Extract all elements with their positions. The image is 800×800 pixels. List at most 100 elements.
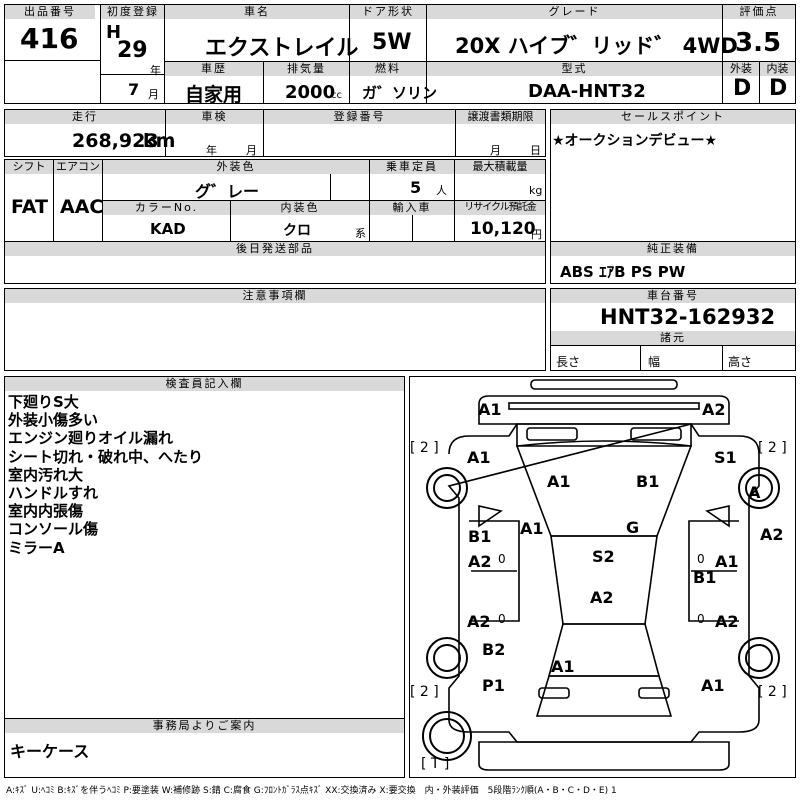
int-color: クロ	[283, 223, 311, 239]
inspector-note: ハンドルすれ	[8, 484, 99, 503]
mark-front-left: A1	[478, 400, 502, 419]
mark-hood-left: A1	[547, 472, 571, 491]
mark-rear-roof: A2	[590, 588, 614, 607]
sales-point-box	[550, 109, 796, 242]
history: 自家用	[185, 84, 243, 106]
year: 29	[117, 38, 148, 63]
mark-small-0-rl: 0	[498, 612, 506, 626]
insp-year-unit: 年	[206, 144, 217, 157]
equipment-box	[550, 241, 796, 284]
specs-label: 諸元	[551, 331, 795, 345]
fuel-label: 燃料	[350, 62, 426, 76]
mark-small-0-right: 0	[697, 552, 705, 566]
inspector-note: シート切れ・破れ中、へたり	[8, 447, 204, 466]
int-color-label: 内装色	[231, 201, 369, 215]
car-diagram	[422, 379, 780, 771]
displacement-unit: cc	[331, 90, 342, 101]
notes-label: 注意事項欄	[5, 289, 545, 303]
mark-door-rr: A2	[715, 612, 739, 631]
inspector-note: 外装小傷多い	[8, 411, 99, 430]
mileage-unit: km	[143, 130, 176, 152]
mark-small-0: 0	[498, 552, 506, 566]
mark-wheel-fr: A	[748, 483, 761, 502]
notes-box	[4, 288, 546, 371]
transfer-label: 譲渡書類期限	[456, 110, 545, 124]
mileage: 268,923	[72, 130, 159, 152]
mark-side-right: A2	[760, 525, 784, 544]
sales-point: ★オークションデビュー★	[552, 133, 718, 149]
tire-rr: [ 2 ]	[758, 684, 787, 700]
reg-no-label: 登録番号	[264, 110, 455, 124]
car-name: エクストレイル	[205, 36, 359, 61]
doors: 5W	[372, 30, 412, 55]
spec-height: 高さ	[728, 355, 753, 369]
mark-tail: A1	[551, 657, 575, 676]
shift: FAT	[11, 196, 48, 218]
mark-door-fl1: B1	[468, 527, 492, 546]
capacity-label: 乗車定員	[370, 160, 454, 174]
grade-label: グレード	[427, 5, 722, 19]
import-label: 輸入車	[370, 201, 454, 215]
load-label: 最大積載量	[455, 160, 545, 174]
doors-label: ドア形状	[350, 5, 426, 19]
mark-windshield: G	[626, 518, 640, 537]
inspector-note: 室内汚れ大	[8, 465, 84, 484]
grade: 20X ハイブ゛リッド゛ 4WD	[455, 34, 738, 58]
tire-fr: [ 2 ]	[758, 440, 787, 456]
displacement: 2000	[285, 82, 336, 103]
capacity: 5	[410, 178, 422, 197]
chassis-label: 車台番号	[551, 289, 795, 303]
color-label: 外装色	[103, 160, 369, 174]
insp-month-unit: 月	[246, 144, 257, 157]
mark-door-fr: A1	[715, 552, 739, 571]
shift-label: シフト	[5, 160, 53, 174]
office-label: 事務局よりご案内	[5, 719, 404, 733]
capacity-unit: 人	[436, 184, 447, 197]
displacement-label: 排気量	[264, 62, 349, 76]
chassis-box	[550, 288, 796, 371]
interior-score: D	[769, 76, 788, 101]
history-label: 車歴	[165, 62, 263, 76]
ac: AAC	[60, 196, 104, 218]
recycle-label: リサイクル預託金	[455, 201, 545, 215]
mark-fender-right: S1	[714, 448, 737, 467]
exterior-label: 外装	[723, 62, 759, 76]
mark-door-fr2: B1	[693, 568, 717, 587]
spare-tire: [ T ]	[421, 756, 450, 772]
month-unit: 月	[148, 88, 159, 101]
mark-small-0-rr: 0	[697, 612, 705, 626]
mileage-table	[4, 109, 546, 157]
tire-rl: [ 2 ]	[410, 684, 439, 700]
fuel: ガ゛ソリン	[362, 84, 438, 102]
mark-bumper-rr: A1	[701, 676, 725, 695]
month: 7	[128, 80, 140, 99]
later-parts-label: 後日発送部品	[5, 242, 545, 256]
legend: A:ｷｽﾞ U:ﾍｺﾐ B:ｷｽﾞを伴うﾍｺﾐ P:要塗装 W:補修跡 S:錆 …	[6, 786, 617, 796]
recycle-unit: 円	[531, 228, 542, 241]
inspection-label: 車検	[166, 110, 263, 124]
mileage-label: 走行	[5, 110, 165, 124]
car-diagram-box	[409, 376, 796, 778]
office-note: キーケース	[10, 742, 90, 761]
mark-door-rl: A2	[467, 612, 491, 631]
mark-roof: S2	[592, 547, 615, 566]
recycle: 10,120	[470, 219, 536, 239]
inspector-note: 室内内張傷	[8, 502, 84, 521]
chassis-number: HNT32-162932	[600, 305, 776, 329]
mark-front-right: A2	[702, 400, 726, 419]
spec-length: 長さ	[556, 355, 581, 369]
score-label: 評価点	[723, 5, 795, 19]
mark-pillar-left: A1	[520, 519, 544, 538]
inspector-notes: 下廻りS大 外装小傷多い エンジン廻りオイル漏れ シート切れ・破れ中、へたり 室…	[8, 393, 203, 557]
score: 3.5	[735, 28, 782, 58]
color-no: KAD	[150, 220, 186, 238]
interior-label: 内装	[760, 62, 795, 76]
inspector-note: コンソール傷	[8, 520, 99, 539]
color: グ゛レー	[195, 182, 260, 201]
spec-width: 幅	[648, 355, 661, 369]
tire-fl: [ 2 ]	[410, 440, 439, 456]
car-name-label: 車名	[165, 5, 349, 19]
inspector-note: 下廻りS大	[8, 393, 79, 411]
exterior-score: D	[733, 76, 752, 101]
ac-label: エアコン	[54, 160, 102, 174]
